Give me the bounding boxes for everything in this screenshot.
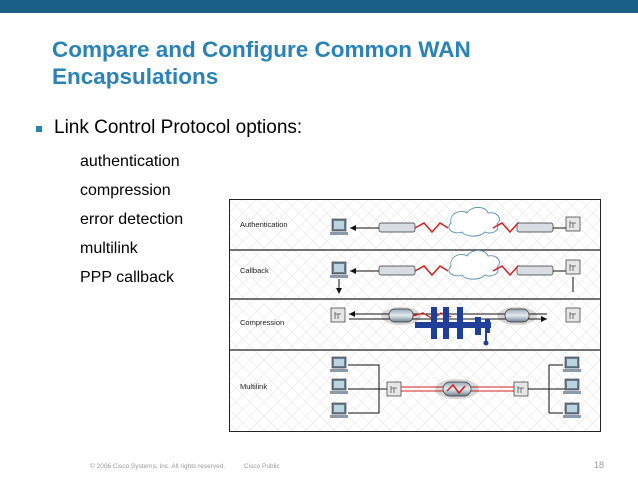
multilink-panel	[330, 356, 581, 418]
lcp-diagram: Authentication Callback Compression Mult…	[229, 199, 601, 432]
server-icon	[330, 307, 346, 323]
slide-title: Compare and Configure Common WAN Encapsu…	[52, 36, 572, 90]
bullet-text: Link Control Protocol options:	[54, 117, 303, 138]
authentication-panel	[330, 206, 581, 237]
pc-icon	[330, 218, 348, 235]
server-icon	[513, 381, 529, 397]
top-bar	[0, 0, 638, 13]
server-icon	[565, 307, 581, 323]
compressor-icon	[504, 308, 530, 323]
slide-title-line-1: Compare and Configure Common WAN	[52, 37, 471, 62]
compressed-data-icon	[415, 307, 491, 346]
compression-panel	[330, 307, 581, 346]
compressor-icon	[388, 308, 414, 323]
server-icon	[565, 216, 581, 232]
panel-label-multilink: Multilink	[240, 382, 267, 391]
bullet-item: Link Control Protocol options:	[36, 117, 302, 139]
footer-copyright: © 2006 Cisco Systems, Inc. All rights re…	[90, 463, 226, 470]
cloud-icon	[448, 206, 500, 237]
option-item: PPP callback	[80, 269, 174, 286]
option-item: authentication	[80, 153, 180, 170]
router-icon	[516, 222, 554, 233]
panel-label-compression: Compression	[240, 318, 284, 327]
option-list: authentication compression error detecti…	[80, 147, 183, 292]
option-item: error detection	[80, 211, 184, 228]
pc-icon	[330, 261, 348, 278]
router-icon	[378, 222, 416, 233]
slide-title-line-2: Encapsulations	[52, 64, 219, 89]
bullet-marker-icon	[36, 125, 42, 132]
pc-icon	[563, 378, 581, 394]
pc-icon	[330, 356, 348, 372]
panel-label-callback: Callback	[240, 266, 269, 275]
page-number: 18	[594, 460, 605, 470]
panel-label-authentication: Authentication	[240, 220, 288, 229]
server-icon	[565, 259, 581, 275]
server-icon	[386, 381, 402, 397]
option-item: compression	[80, 182, 171, 199]
option-item: multilink	[80, 240, 138, 257]
cloud-icon	[448, 249, 500, 280]
pc-icon	[330, 402, 348, 418]
pc-icon	[563, 402, 581, 418]
pc-icon	[330, 378, 348, 394]
callback-panel	[330, 249, 581, 294]
router-icon	[378, 265, 416, 276]
footer-classification: Cisco Public	[244, 463, 280, 470]
router-icon	[516, 265, 554, 276]
multilink-bundle-icon	[442, 381, 472, 397]
pc-icon	[563, 356, 581, 372]
